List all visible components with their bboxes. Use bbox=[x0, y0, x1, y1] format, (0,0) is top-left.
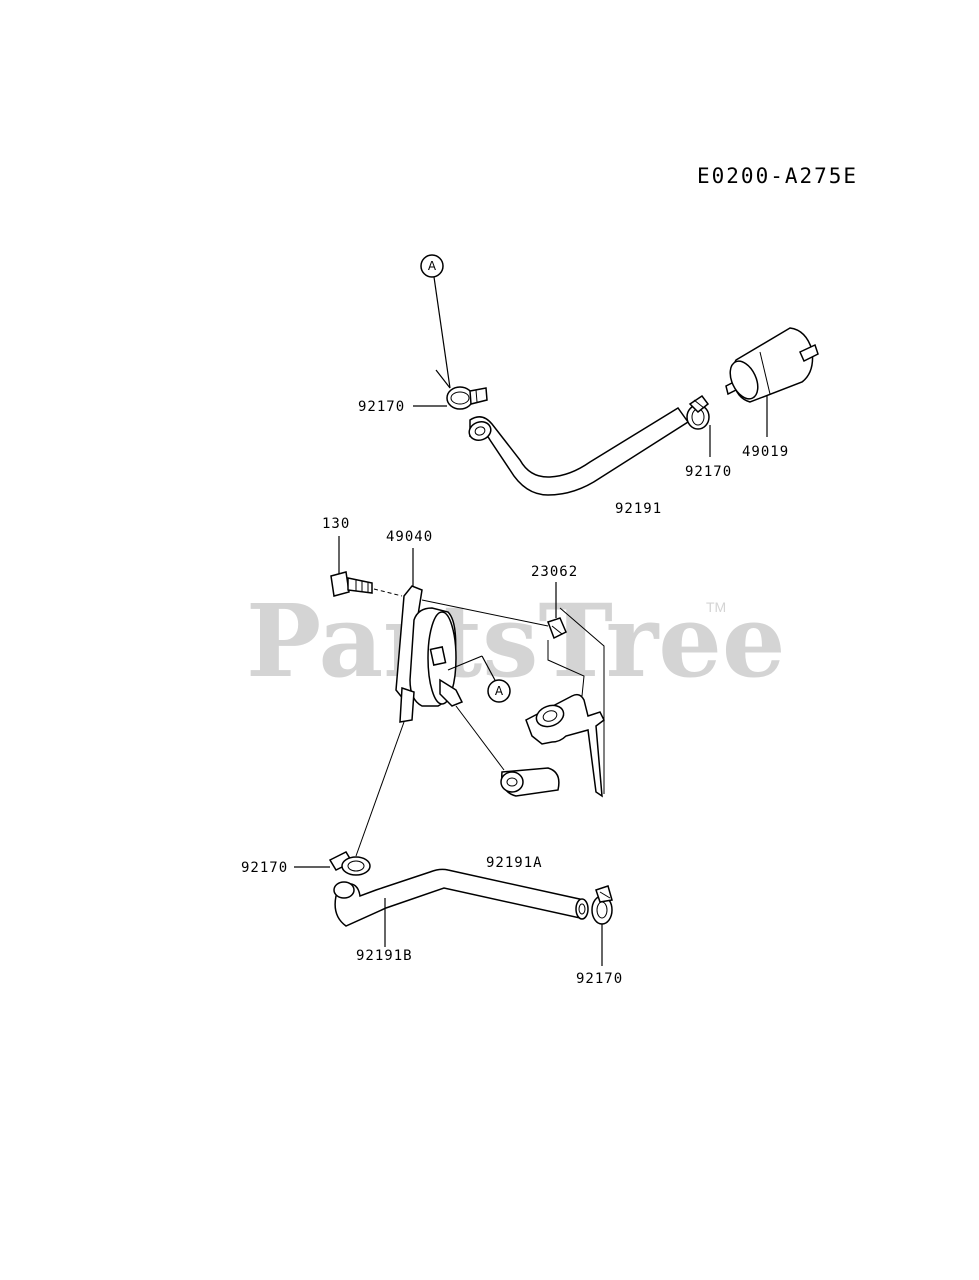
callout-a-pump: A bbox=[487, 679, 511, 703]
part-label-92191[interactable]: 92191 bbox=[615, 501, 662, 517]
callout-a-upper: A bbox=[420, 254, 444, 278]
lower-hose-assembly bbox=[294, 721, 613, 966]
part-label-23062[interactable]: 23062 bbox=[531, 564, 578, 580]
part-label-49040[interactable]: 49040 bbox=[386, 529, 433, 545]
watermark: PartsTree TM bbox=[246, 582, 786, 700]
watermark-text: PartsTree bbox=[246, 582, 786, 700]
fuel-pump-assembly: A bbox=[330, 536, 605, 798]
clamp-92170-lower-right[interactable] bbox=[591, 885, 613, 925]
part-label-92191b[interactable]: 92191B bbox=[356, 948, 413, 964]
part-label-92170-upper-left[interactable]: 92170 bbox=[358, 399, 405, 415]
bolt-130[interactable] bbox=[330, 571, 373, 597]
part-label-92170-lower-left[interactable]: 92170 bbox=[241, 860, 288, 876]
upper-hose-assembly: A bbox=[413, 254, 819, 496]
callout-a-pump-letter: A bbox=[495, 684, 504, 698]
clamp-92170-lower-left[interactable] bbox=[328, 851, 371, 876]
callout-a-upper-letter: A bbox=[428, 259, 437, 273]
fuel-filter-49019[interactable] bbox=[725, 327, 819, 403]
watermark-trademark: TM bbox=[706, 599, 726, 615]
part-labels: 92170 92170 49019 92191 130 49040 23062 … bbox=[241, 399, 789, 987]
fuel-pump-49040[interactable] bbox=[395, 585, 464, 723]
clip-23062[interactable] bbox=[547, 617, 567, 640]
mounting-bracket bbox=[421, 599, 605, 798]
diagram-code: E0200-A275E bbox=[697, 164, 858, 188]
hose-92191a-92191b[interactable] bbox=[333, 868, 589, 927]
hose-92191[interactable] bbox=[467, 406, 690, 496]
clamp-92170-upper-right[interactable] bbox=[686, 394, 710, 430]
part-label-92191a[interactable]: 92191A bbox=[486, 855, 543, 871]
part-label-130[interactable]: 130 bbox=[322, 516, 350, 532]
clamp-92170-upper-left[interactable] bbox=[446, 386, 488, 410]
part-label-49019[interactable]: 49019 bbox=[742, 444, 789, 460]
part-label-92170-upper-right[interactable]: 92170 bbox=[685, 464, 732, 480]
outlet-hose-end bbox=[500, 767, 560, 797]
part-label-92170-lower-right[interactable]: 92170 bbox=[576, 971, 623, 987]
